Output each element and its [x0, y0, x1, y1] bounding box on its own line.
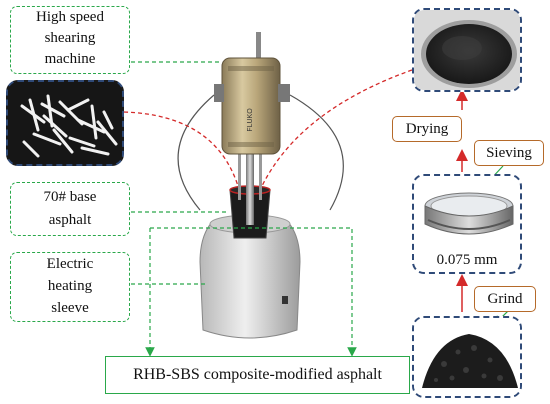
red-connectors — [123, 69, 413, 187]
shearing-machine-label: High speed shearing machine — [10, 7, 130, 70]
heating-sleeve-line-1: Electric — [46, 256, 94, 272]
grind-step-label: Grind — [487, 291, 523, 307]
sieve-photo-frame — [412, 174, 522, 274]
sieving-step-label: Sieving — [486, 145, 532, 161]
grind-step-box — [474, 286, 536, 312]
shearing-machine-line-1: High speed — [36, 9, 104, 25]
dried-powder-photo — [414, 10, 520, 90]
mixer-head-illustration: FLUKO — [214, 32, 290, 155]
heating-sleeve-line-3: sleeve — [51, 300, 89, 316]
drying-step-label: Drying — [405, 121, 449, 137]
cable-illustration — [177, 94, 344, 211]
ground-material-photo — [414, 318, 520, 396]
mesh-size-label: 0.075 mm — [436, 252, 498, 268]
ground-material-photo-frame — [412, 316, 522, 398]
brand-mark: FLUKO — [247, 108, 254, 132]
base-asphalt-label: 70# base asphalt — [10, 186, 130, 232]
base-asphalt-line-2: asphalt — [48, 212, 92, 228]
shaft-illustration — [238, 150, 262, 225]
sieve-photo — [424, 192, 514, 235]
base-asphalt-box — [10, 182, 130, 236]
drying-step-box — [392, 116, 462, 142]
fiber-photo — [8, 82, 122, 164]
base-asphalt-line-1: 70# base — [43, 189, 97, 205]
heating-sleeve-box — [10, 252, 130, 322]
shearing-machine-box — [10, 6, 130, 74]
final-product-label: RHB-SBS composite-modified asphalt — [133, 366, 382, 383]
heating-sleeve-line-2: heating — [47, 278, 93, 294]
sieving-step-box — [474, 140, 544, 166]
heating-sleeve-label: Electric heating sleeve — [10, 253, 130, 319]
dried-powder-photo-frame — [412, 8, 522, 92]
shearing-machine-line-2: shearing — [44, 30, 96, 46]
final-product-box — [105, 356, 410, 394]
green-connectors — [131, 61, 357, 357]
fiber-photo-frame — [6, 80, 124, 166]
shearing-machine-line-3: machine — [44, 51, 96, 67]
